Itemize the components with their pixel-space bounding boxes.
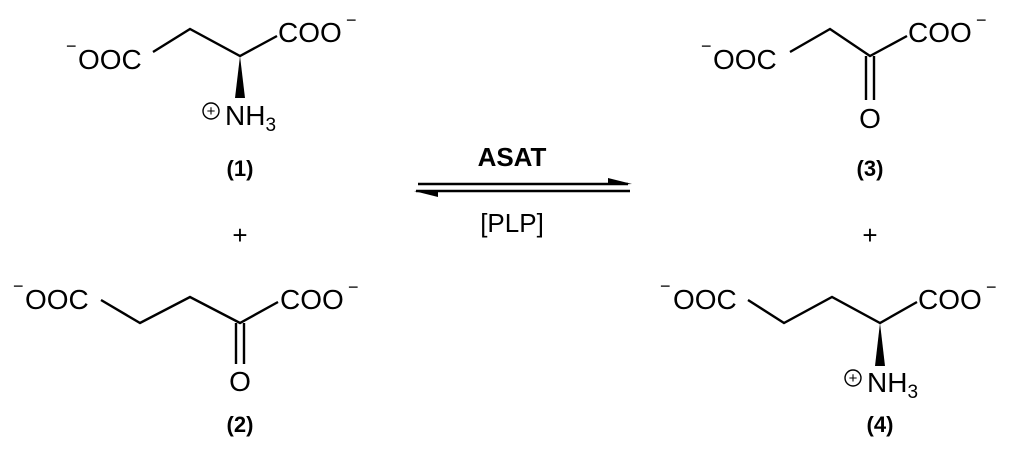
molecule-aspartate: − OOC COO − + NH3 (1): [66, 10, 357, 181]
ammonium-nh: NH: [225, 100, 265, 131]
plus-charge: +: [207, 103, 216, 120]
carbonyl-oxygen: O: [229, 366, 251, 397]
plus-charge-circle: [202, 102, 220, 120]
forward-arrow-head: [608, 178, 632, 185]
compound-label: (1): [227, 156, 254, 181]
carboxylate-left: OOC: [713, 44, 777, 75]
plus-sign: +: [232, 220, 247, 250]
carbon-chain-bonds: [747, 295, 918, 325]
carbon-chain-bonds: [100, 295, 279, 325]
compound-label: (3): [857, 156, 884, 181]
carbonyl-oxygen: O: [859, 103, 881, 134]
molecule-alpha-ketoglutarate: − OOC COO − O (2): [13, 276, 359, 437]
molecule-glutamate: − OOC COO − + NH3 (4): [660, 276, 997, 437]
charge-minus: −: [348, 277, 359, 297]
wedge-bond: [875, 323, 885, 366]
carboxylate-left: OOC: [25, 284, 89, 315]
carboxylate-left: OOC: [78, 44, 142, 75]
carbon-chain-bonds: [789, 27, 908, 58]
charge-minus: −: [976, 10, 987, 30]
carboxylate-left: OOC: [673, 284, 737, 315]
ammonium-group: NH3: [867, 367, 918, 403]
compound-label: (2): [227, 412, 254, 437]
plus-sign: +: [862, 220, 877, 250]
molecule-oxaloacetate: − OOC COO − O (3): [701, 10, 987, 181]
carbon-chain-bonds: [152, 27, 278, 58]
charge-minus: −: [66, 36, 77, 56]
ammonium-group: NH3: [225, 100, 276, 136]
charge-minus: −: [660, 276, 671, 296]
carboxylate-right: COO: [908, 17, 972, 48]
ammonium-subscript: 3: [265, 115, 276, 136]
charge-minus: −: [701, 36, 712, 56]
cofactor-label: [PLP]: [480, 208, 544, 238]
carboxylate-right: COO: [278, 17, 342, 48]
carboxylate-right: COO: [280, 284, 344, 315]
ammonium-subscript: 3: [907, 382, 918, 403]
enzyme-label: ASAT: [478, 142, 547, 172]
charge-minus: −: [13, 276, 24, 296]
wedge-bond: [235, 56, 245, 98]
charge-minus: −: [346, 10, 357, 30]
compound-label: (4): [867, 412, 894, 437]
plus-charge-circle: [844, 369, 862, 387]
reverse-arrow-head: [414, 190, 438, 197]
plus-charge: +: [849, 370, 858, 387]
charge-minus: −: [986, 277, 997, 297]
ammonium-nh: NH: [867, 367, 907, 398]
equilibrium-arrow: ASAT [PLP]: [414, 142, 632, 238]
carboxylate-right: COO: [918, 284, 982, 315]
